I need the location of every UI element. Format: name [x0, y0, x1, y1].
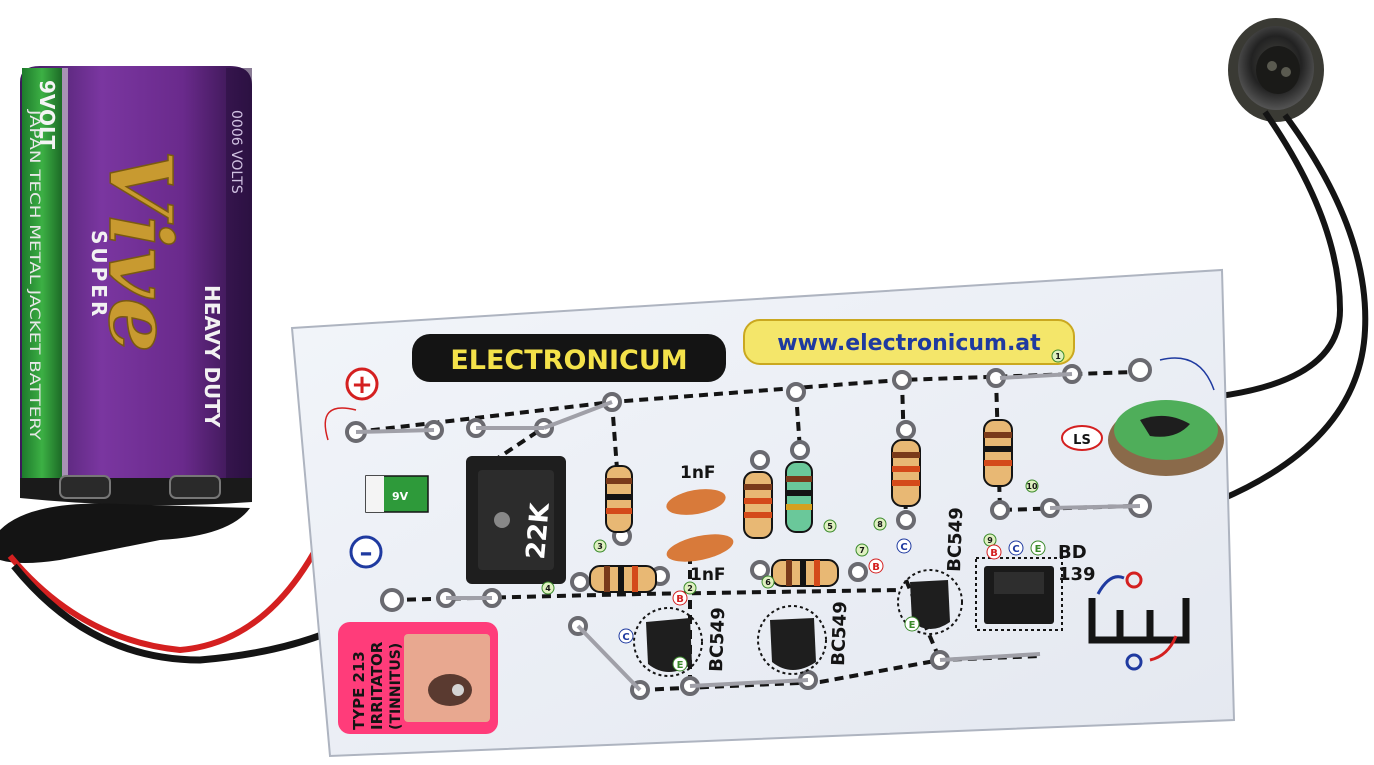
pin-9: 9: [987, 536, 993, 545]
transistor-3-label: BC549: [944, 507, 967, 572]
letter-e-2: E: [909, 620, 916, 631]
jumper-wires: [355, 372, 1141, 692]
minus-marker: [349, 535, 383, 569]
thin-red-wire: [324, 407, 357, 441]
resistor-4: [891, 439, 921, 507]
pin-7: 7: [859, 546, 865, 555]
capacitor-bottom: [666, 534, 734, 562]
pin-badges: 1 2 3 4 5 6 7 8 9 10: [541, 349, 1065, 595]
website-text: www.electronicum.at: [777, 331, 1041, 356]
letter-b-2: B: [872, 562, 880, 573]
pin-4: 4: [545, 584, 551, 593]
mini-battery-label: 9V: [392, 490, 409, 503]
pin-letters: B C E B C E B C E: [618, 538, 1046, 672]
transistors: BC549 BC549 BC549 BD 139: [633, 507, 1096, 677]
resistor-2: [743, 471, 773, 539]
pin-10: 10: [1026, 482, 1038, 491]
letter-b-3: B: [990, 548, 998, 559]
minus-symbol: –: [360, 538, 373, 568]
letter-c-2: C: [900, 542, 907, 553]
brand-banner: [412, 334, 726, 382]
battery-duty: HEAVY DUTY: [200, 285, 224, 428]
resistor-5: [983, 419, 1013, 487]
power-transistor-label-2: 139: [1058, 564, 1096, 585]
brand-text: ELECTRONICUM: [450, 345, 687, 376]
speaker-label: LS: [1073, 433, 1091, 448]
circuit-board: ELECTRONICUM www.electronicum.at + –: [290, 268, 1236, 758]
battery: 9VOLT JAPAN TECH METAL JACKET BATTERY Vi…: [0, 66, 252, 563]
pin-1: 1: [1055, 352, 1061, 361]
letter-e-1: E: [677, 660, 684, 671]
battery-maker-line: JAPAN TECH METAL JACKET BATTERY: [26, 109, 42, 441]
letter-e-3: E: [1035, 544, 1042, 555]
resistor-7: [771, 559, 839, 587]
cap-bottom-label: 1nF: [690, 565, 726, 585]
kit-name: IRRITATOR: [368, 641, 386, 730]
piezo-disc: LS: [1061, 400, 1224, 476]
letter-c-1: C: [622, 632, 629, 643]
pin-5: 5: [827, 522, 833, 531]
website-banner: [743, 319, 1075, 365]
transistor-2: [770, 618, 816, 670]
battery-grade: SUPER: [87, 230, 111, 319]
plus-marker: [345, 367, 379, 401]
battery-series: 0006 VOLTS: [228, 110, 244, 194]
pot-value: 22K: [521, 501, 556, 561]
plus-symbol: +: [351, 370, 373, 400]
pin-6: 6: [765, 578, 771, 587]
power-transistor-label-1: BD: [1058, 542, 1087, 563]
speaker: [1149, 18, 1369, 513]
transistor-1-label: BC549: [706, 607, 729, 672]
resistor-1: [605, 465, 633, 533]
battery-brand: Vive: [89, 150, 190, 353]
cap-top-label: 1nF: [680, 463, 716, 483]
capacitors: 1nF 1nF: [666, 463, 734, 585]
pin-3: 3: [597, 542, 603, 551]
kit-subtitle: (TINNITUS): [388, 643, 404, 730]
transistor-3: [910, 580, 950, 629]
resistor-6: [589, 565, 657, 593]
power-symbol-icon: [1088, 571, 1190, 671]
pin-2: 2: [687, 584, 693, 593]
kit-label: TYPE 213 IRRITATOR (TINNITUS): [338, 622, 498, 734]
thin-blue-wire: [1159, 357, 1215, 391]
potentiometer: 22K: [466, 456, 566, 584]
resistors: [589, 419, 1013, 593]
battery-voltage: 9VOLT: [35, 80, 59, 149]
transistor-2-label: BC549: [828, 601, 851, 666]
capacitor-top: [666, 489, 726, 515]
kit-type: TYPE 213: [350, 651, 368, 730]
battery-icon: 9V: [365, 475, 429, 513]
resistor-3: [785, 461, 813, 533]
pin-8: 8: [877, 520, 883, 529]
letter-c-3: C: [1012, 544, 1019, 555]
letter-b-1: B: [676, 594, 684, 605]
